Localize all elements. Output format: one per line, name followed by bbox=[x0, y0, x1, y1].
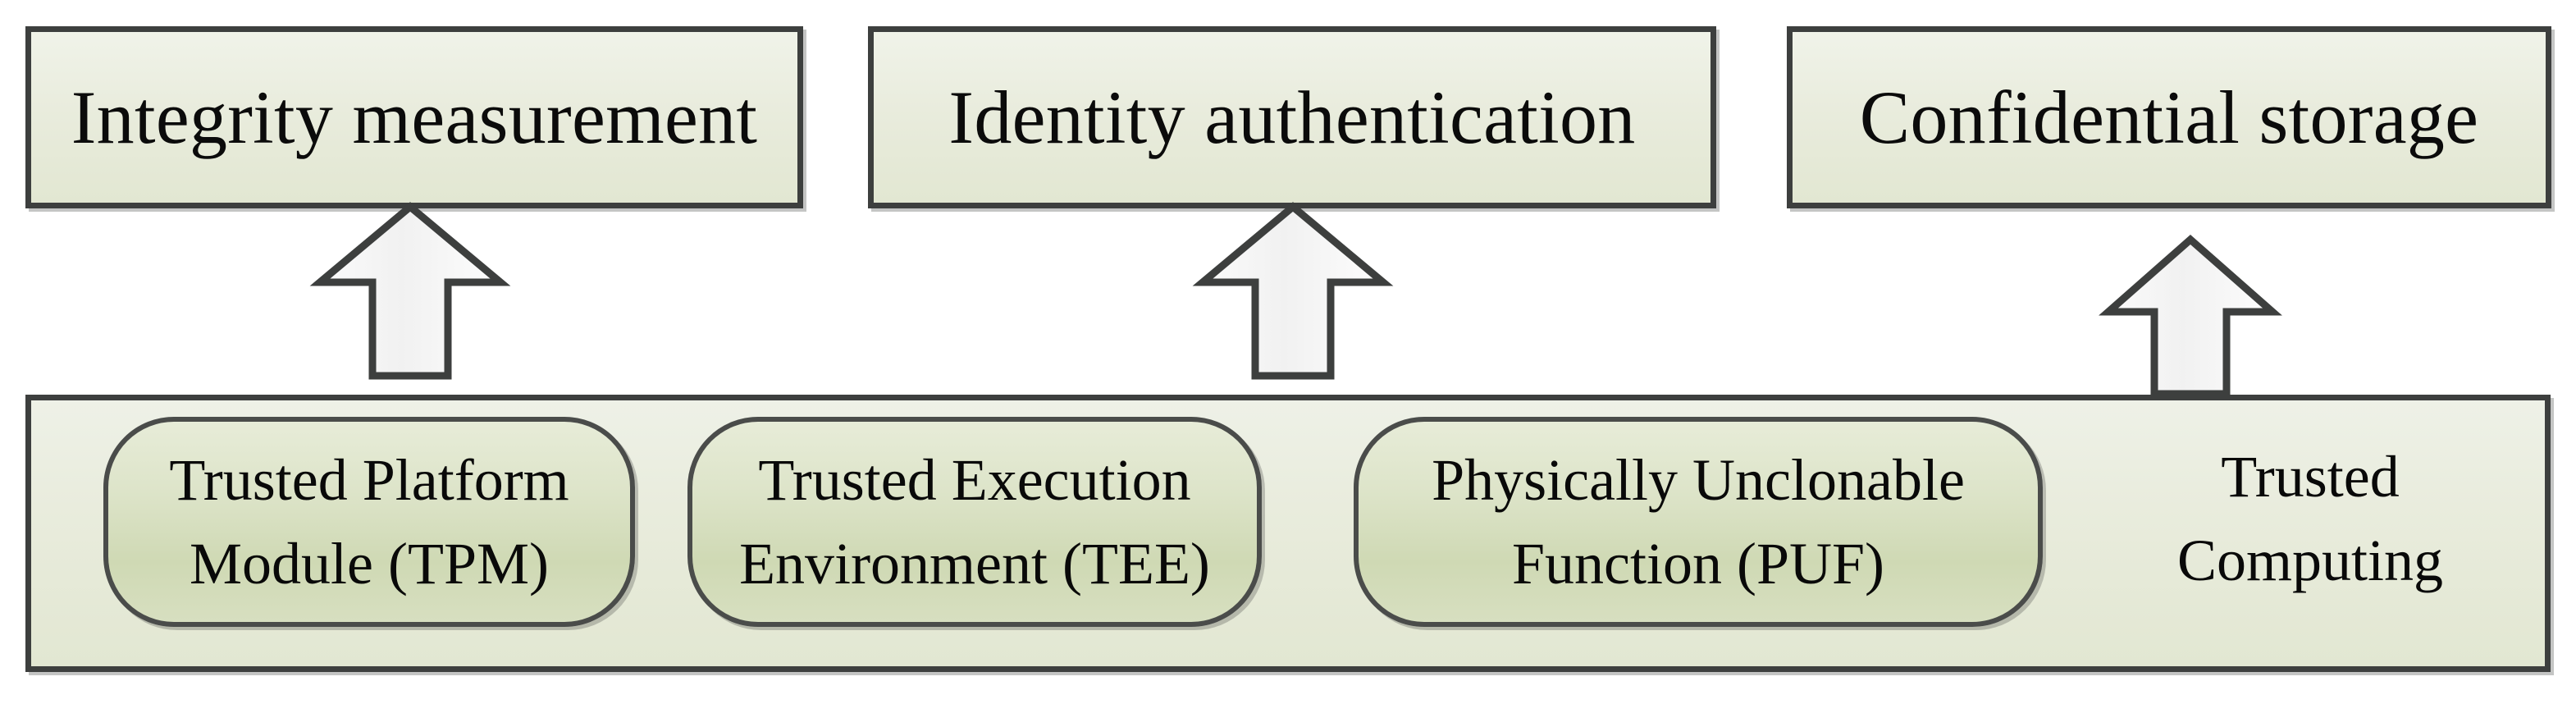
trusted-computing-caption: Trusted Computing bbox=[2130, 435, 2491, 602]
arrow-up-confidential-icon bbox=[2094, 235, 2287, 399]
capability-label: Confidential storage bbox=[1859, 75, 2479, 159]
technology-pill-tee[interactable]: Trusted Execution Environment (TEE) bbox=[687, 417, 1262, 627]
arrow-up-identity-icon bbox=[1192, 202, 1394, 381]
technology-pill-label: Physically Unclonable Function (PUF) bbox=[1417, 438, 1980, 606]
technology-pill-line-2: Function (PUF) bbox=[1511, 531, 1885, 597]
capability-box-identity-authentication[interactable]: Identity authentication bbox=[868, 26, 1716, 208]
capability-box-confidential-storage[interactable]: Confidential storage bbox=[1787, 26, 2551, 208]
technology-pill-line-2: Module (TPM) bbox=[190, 531, 549, 597]
capability-label: Integrity measurement bbox=[71, 75, 758, 159]
trusted-computing-caption-line-1: Trusted bbox=[2221, 444, 2400, 510]
arrow-up-integrity-icon bbox=[309, 202, 511, 381]
capability-label: Identity authentication bbox=[948, 75, 1636, 159]
technology-pill-line-1: Trusted Execution bbox=[758, 446, 1191, 513]
technology-pill-line-2: Environment (TEE) bbox=[739, 531, 1210, 597]
technology-pill-line-1: Trusted Platform bbox=[169, 446, 569, 513]
technology-pill-label: Trusted Platform Module (TPM) bbox=[154, 438, 583, 606]
technology-pill-puf[interactable]: Physically Unclonable Function (PUF) bbox=[1354, 417, 2043, 627]
technology-pill-tpm[interactable]: Trusted Platform Module (TPM) bbox=[103, 417, 635, 627]
technology-pill-label: Trusted Execution Environment (TEE) bbox=[724, 438, 1225, 606]
trusted-computing-caption-line-2: Computing bbox=[2176, 528, 2444, 594]
technology-pill-line-1: Physically Unclonable bbox=[1432, 446, 1965, 513]
capability-box-integrity-measurement[interactable]: Integrity measurement bbox=[25, 26, 803, 208]
